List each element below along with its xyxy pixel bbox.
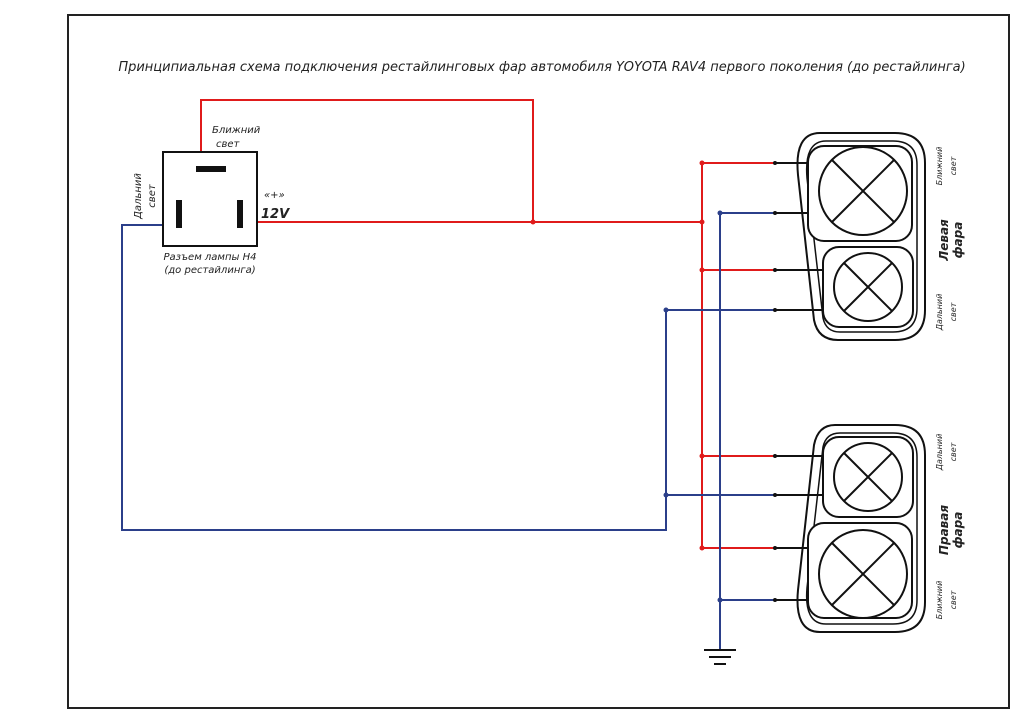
right-headlight-name-2: фара (951, 512, 965, 549)
right-low-beam-label-2: свет (949, 590, 958, 609)
left-headlight-housing-inner (805, 140, 918, 333)
junction-dots (530, 160, 777, 603)
connector-high-beam-label: Дальний (133, 173, 144, 220)
connector-label-2: (до рестайлинга) (164, 265, 255, 276)
left-low-beam-label-2: свет (949, 156, 958, 175)
drawing-frame (67, 14, 1010, 709)
right-high-beam-label: Дальний (935, 434, 944, 472)
h4-connector (162, 151, 258, 247)
ground-symbol (704, 640, 736, 665)
connector-plus-label: «+» (264, 190, 285, 201)
plus-pin (237, 200, 243, 228)
right-headlight-housing-inner (805, 432, 918, 625)
connector-voltage-label: 12V (261, 207, 290, 222)
left-headlight (796, 132, 926, 341)
negative-wires (121, 212, 775, 640)
positive-wires (200, 99, 775, 549)
high-beam-blue-wire (121, 224, 775, 531)
connector-low-beam-label: Ближний (212, 125, 261, 136)
left-high-beam-label: Дальний (935, 294, 944, 332)
connector-label: Разъем лампы Н4 (164, 252, 257, 263)
connector-high-beam-label-2: свет (147, 183, 158, 208)
right-headlight-name: Правая (937, 505, 951, 555)
right-low-beam-label: Ближний (935, 581, 944, 620)
right-headlight-housing (796, 424, 926, 633)
left-high-beam-label-2: свет (949, 302, 958, 321)
left-headlight-name: Левая (937, 219, 951, 262)
right-headlight (796, 424, 926, 633)
low-beam-red-wire (200, 99, 534, 222)
high-beam-pin (176, 200, 182, 228)
connector-low-beam-label-2: свет (216, 139, 241, 150)
left-headlight-name-2: фара (951, 222, 965, 259)
left-headlight-housing (796, 132, 926, 341)
right-high-beam-label-2: свет (949, 442, 958, 461)
diagram-title: Принципиальная схема подключения рестайл… (118, 60, 965, 75)
low-beam-pin (196, 166, 226, 172)
left-low-beam-label: Ближний (935, 147, 944, 186)
